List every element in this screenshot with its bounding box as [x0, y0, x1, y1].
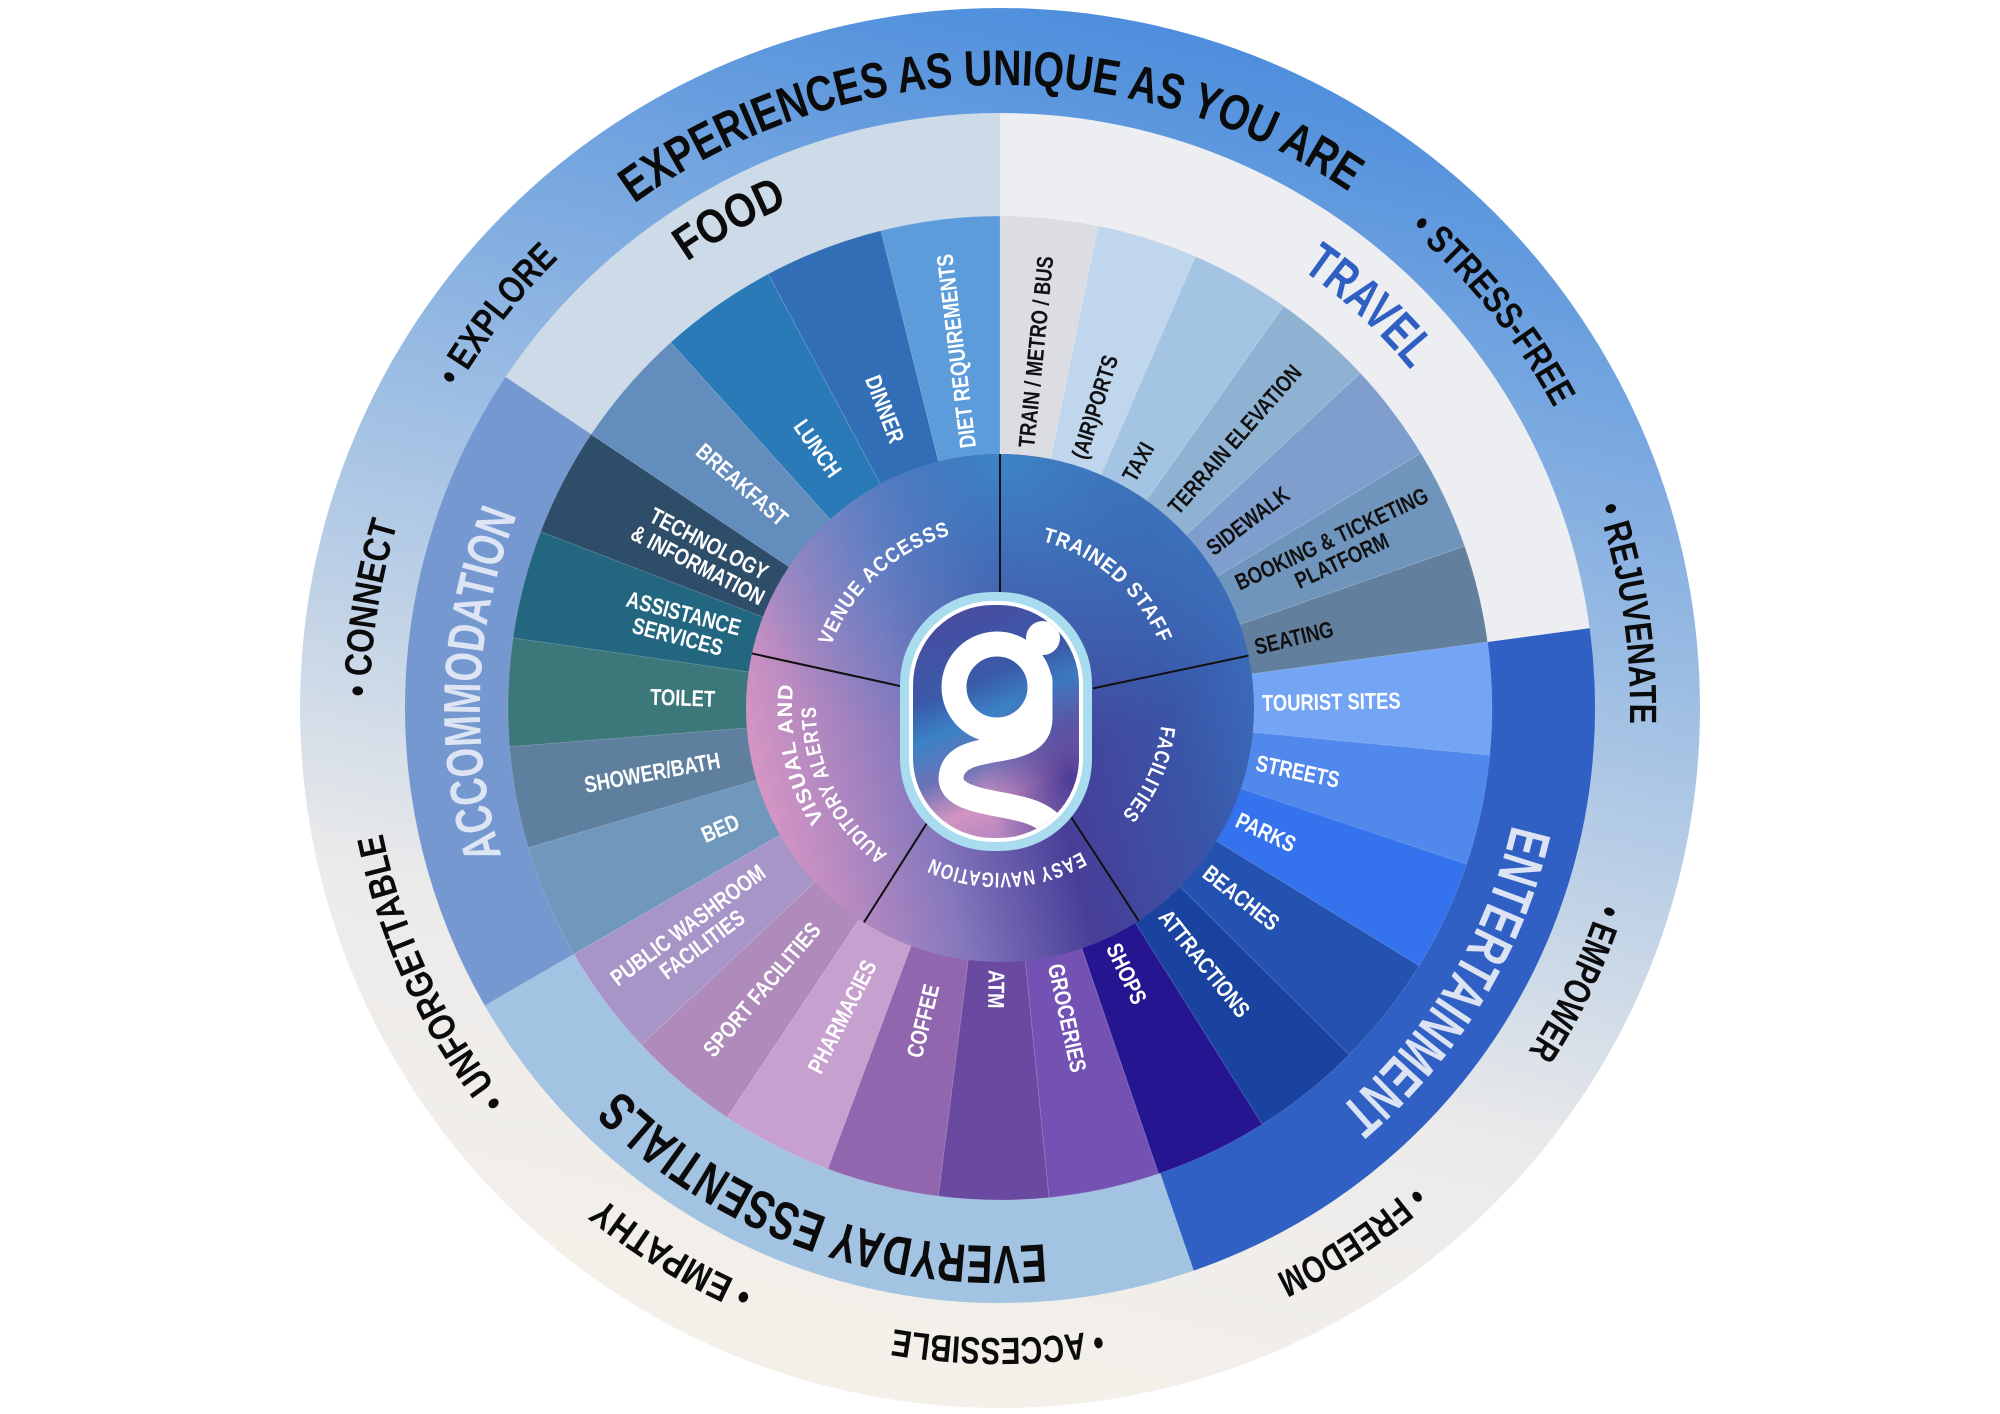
logo	[900, 592, 1092, 851]
hub-divider	[751, 652, 908, 689]
item-label-tourist-sites: TOURIST SITES	[1262, 688, 1401, 716]
item-label-text: TOURIST SITES	[1262, 688, 1401, 716]
hub-divider	[1092, 654, 1249, 690]
item-label-toilet: TOILET	[650, 685, 716, 712]
item-label-line: TOILET	[650, 685, 716, 712]
item-ring	[507, 215, 1493, 1201]
item-label-text: ATM	[983, 970, 1009, 1009]
item-label-atm: ATM	[983, 970, 1009, 1009]
item-label-text: TOILET	[650, 685, 716, 712]
item-label-line: TOURIST SITES	[1262, 688, 1401, 716]
item-label-line: ATM	[983, 970, 1009, 1009]
